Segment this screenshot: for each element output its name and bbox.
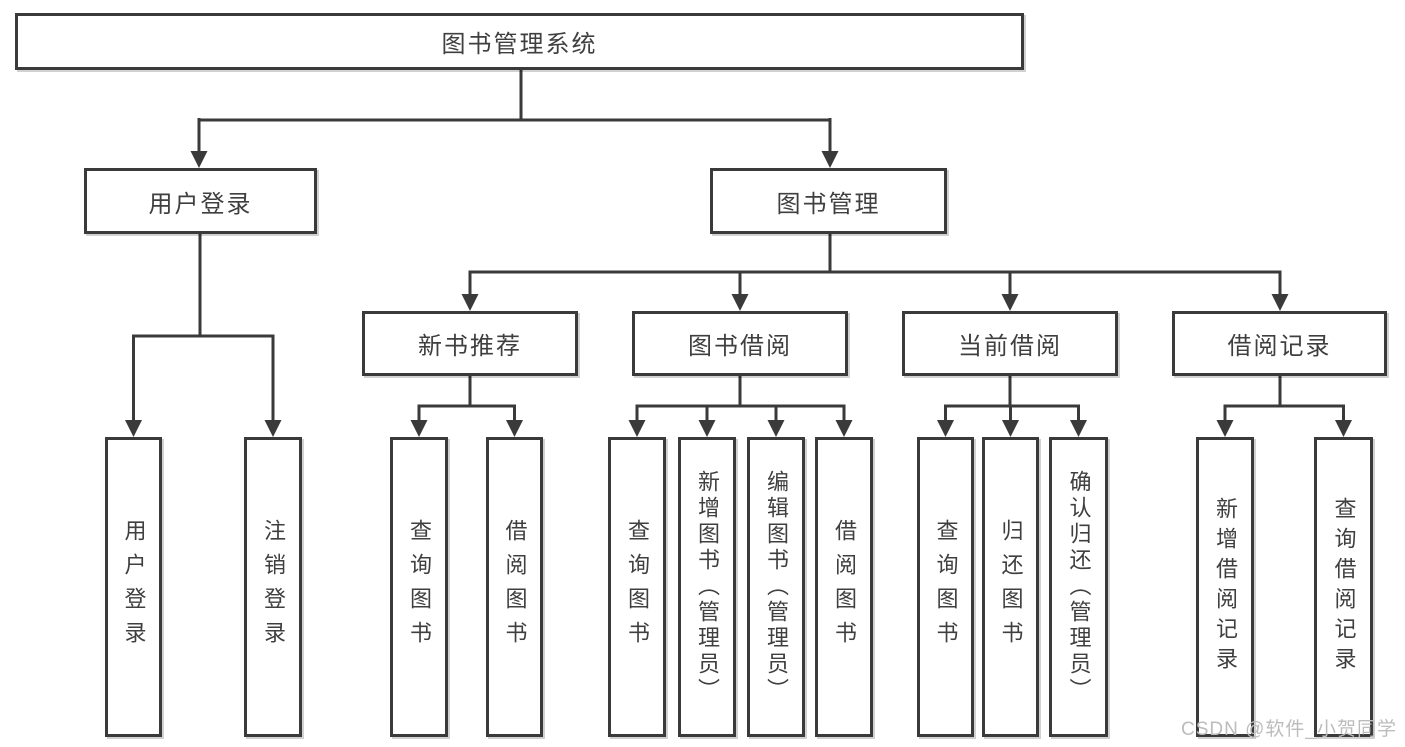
node-label: 当前借阅 bbox=[958, 333, 1062, 360]
leaf-query-books-recommend: 查询图书 bbox=[390, 437, 448, 737]
node-label: 用户登录 bbox=[121, 519, 147, 655]
node-new-book-recommend: 新书推荐 bbox=[362, 311, 578, 376]
leaf-edit-books-admin: 编辑图书（管理员） bbox=[747, 437, 805, 737]
leaf-query-books: 查询图书 bbox=[608, 437, 666, 737]
node-book-management: 图书管理 bbox=[710, 168, 947, 234]
node-label: 图书管理 bbox=[776, 190, 881, 218]
leaf-query-borrow-record: 查询借阅记录 bbox=[1314, 437, 1373, 737]
node-label: 归还图书 bbox=[998, 519, 1024, 655]
node-label: 新增图书（管理员） bbox=[695, 470, 720, 704]
leaf-user-login: 用户登录 bbox=[105, 437, 162, 737]
leaf-borrow-books: 借阅图书 bbox=[815, 437, 873, 737]
leaf-logout: 注销登录 bbox=[244, 437, 302, 737]
node-label: 查询图书 bbox=[933, 519, 959, 655]
leaf-confirm-return-admin: 确认归还（管理员） bbox=[1049, 437, 1108, 737]
node-label: 查询图书 bbox=[625, 519, 650, 655]
leaf-add-borrow-record: 新增借阅记录 bbox=[1196, 437, 1254, 737]
node-label: 新增借阅记录 bbox=[1213, 497, 1238, 677]
node-label: 借阅图书 bbox=[832, 519, 857, 655]
leaf-query-books-current: 查询图书 bbox=[917, 437, 974, 737]
node-label: 确认归还（管理员） bbox=[1066, 470, 1092, 704]
node-label: 查询借阅记录 bbox=[1331, 497, 1357, 677]
node-user-login: 用户登录 bbox=[84, 168, 317, 234]
node-borrow-records: 借阅记录 bbox=[1172, 311, 1387, 376]
leaf-return-books: 归还图书 bbox=[982, 437, 1039, 737]
node-current-borrow: 当前借阅 bbox=[902, 311, 1118, 376]
node-label: 注销登录 bbox=[261, 519, 286, 655]
node-label: 用户登录 bbox=[148, 190, 253, 218]
node-label: 借阅记录 bbox=[1227, 333, 1332, 360]
leaf-add-books-admin: 新增图书（管理员） bbox=[678, 437, 736, 737]
node-label: 图书管理系统 bbox=[441, 31, 598, 58]
node-label: 图书借阅 bbox=[688, 333, 792, 360]
node-book-borrow: 图书借阅 bbox=[632, 311, 848, 376]
node-label: 借阅图书 bbox=[502, 519, 528, 655]
csdn-watermark: CSDN @软件_小贺同学 bbox=[1181, 719, 1397, 740]
node-label: 新书推荐 bbox=[418, 333, 522, 360]
leaf-borrow-books-recommend: 借阅图书 bbox=[486, 437, 543, 737]
node-label: 查询图书 bbox=[407, 519, 432, 655]
node-label: 编辑图书（管理员） bbox=[764, 470, 789, 704]
node-library-management-system: 图书管理系统 bbox=[15, 13, 1024, 70]
